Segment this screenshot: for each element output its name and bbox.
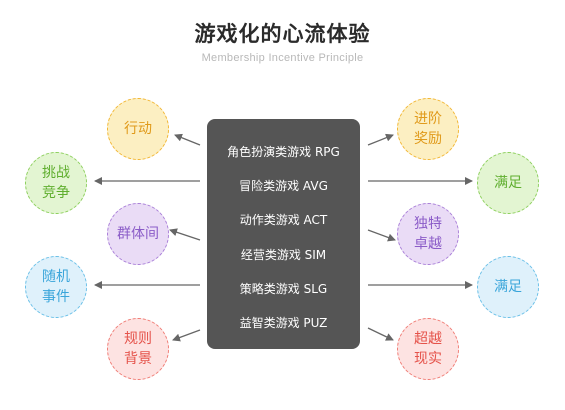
bubble-label: 超越 现实: [414, 331, 442, 367]
bubble-satisfaction-2: 满足: [477, 256, 539, 318]
arrow-to-beyond: [367, 327, 394, 341]
bubble-group: 群体间: [107, 203, 169, 265]
arrow-to-advance: [367, 133, 394, 146]
bubble-label: 满足: [494, 175, 522, 191]
arrow-to-group: [169, 228, 201, 241]
bubble-unique: 独特 卓越: [397, 203, 459, 265]
game-type-sim: 经营类游戏 SIM: [240, 248, 327, 262]
bubble-beyond-reality: 超越 现实: [397, 318, 459, 380]
bubble-satisfaction-1: 满足: [477, 152, 539, 214]
bubble-label: 挑战 竞争: [42, 165, 70, 201]
arrow-to-unique: [367, 229, 396, 242]
page-subtitle: Membership Incentive Principle: [201, 52, 364, 64]
bubble-label: 随机 事件: [42, 269, 70, 305]
game-type-slg: 策略类游戏 SLG: [239, 282, 328, 296]
bubble-challenge: 挑战 竞争: [25, 152, 87, 214]
arrow-to-rules: [172, 329, 201, 342]
bubble-action: 行动: [107, 98, 169, 160]
page-title: 游戏化的心流体验: [194, 22, 371, 46]
bubble-advance-reward: 进阶 奖励: [397, 98, 459, 160]
bubble-label: 独特 卓越: [414, 216, 442, 252]
bubble-label: 群体间: [117, 226, 159, 242]
game-type-avg: 冒险类游戏 AVG: [239, 179, 328, 193]
game-type-act: 动作类游戏 ACT: [239, 213, 328, 227]
game-types-box: 角色扮演类游戏 RPG 冒险类游戏 AVG 动作类游戏 ACT 经营类游戏 SI…: [207, 119, 360, 349]
game-type-rpg: 角色扮演类游戏 RPG: [227, 145, 340, 159]
bubble-rules: 规则 背景: [107, 318, 169, 380]
bubble-label: 满足: [494, 279, 522, 295]
arrow-to-action: [174, 133, 201, 146]
bubble-label: 规则 背景: [124, 331, 152, 367]
bubble-label: 进阶 奖励: [414, 111, 442, 147]
bubble-label: 行动: [124, 121, 152, 137]
bubble-random-events: 随机 事件: [25, 256, 87, 318]
game-type-puz: 益智类游戏 PUZ: [239, 316, 328, 330]
